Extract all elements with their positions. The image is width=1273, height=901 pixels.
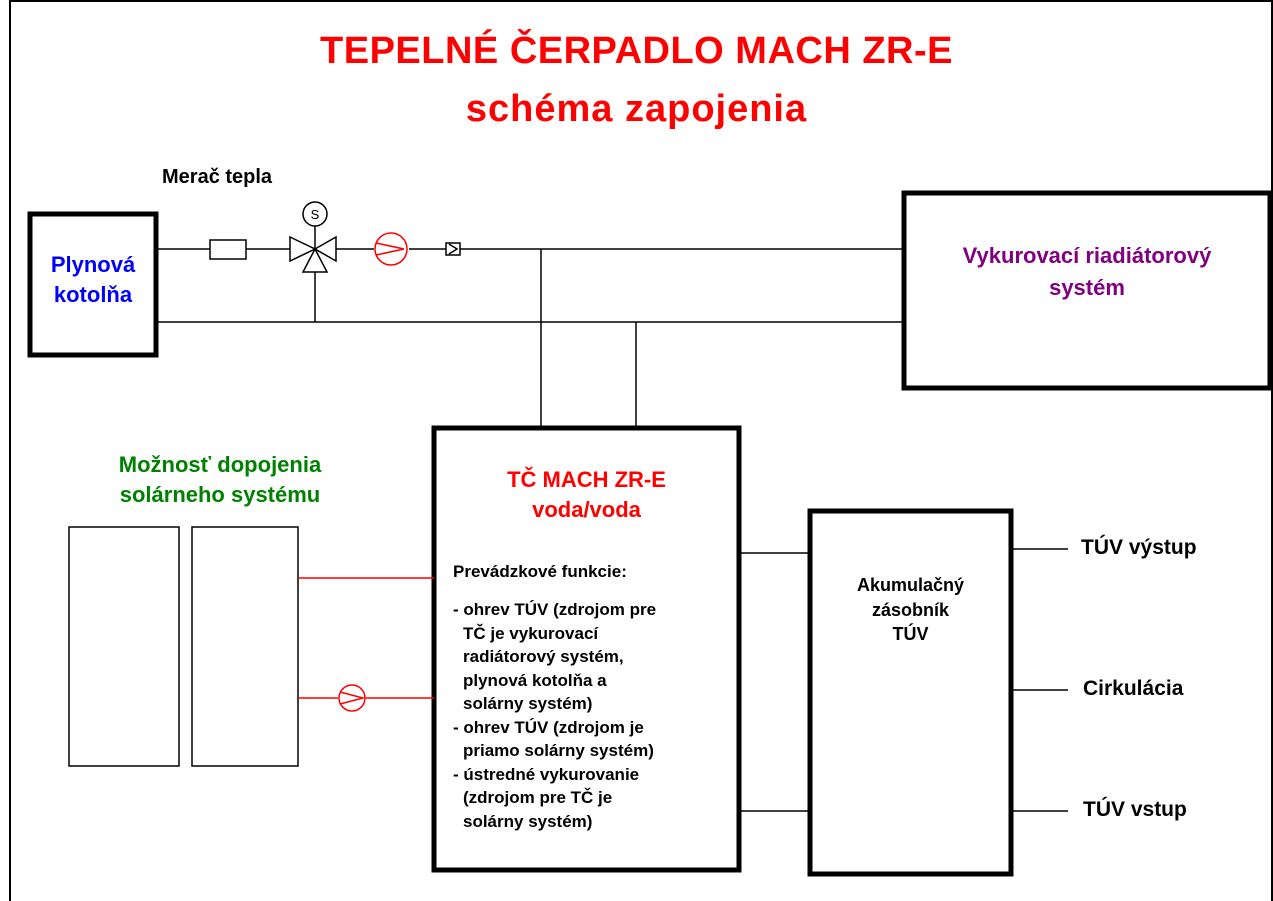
hot-water-in-label: TÚV vstup <box>1083 798 1187 821</box>
three-way-valve-icon <box>289 201 337 273</box>
solar-label-line1: Možnosť dopojenia <box>118 452 322 477</box>
check-valve-icon <box>445 242 461 256</box>
heat-pump-type: voda/voda <box>532 497 641 522</box>
radiator-label-line2: systém <box>1049 275 1125 300</box>
tank-label-line2: zásobník <box>871 599 950 620</box>
solar-option-label: Možnosť dopojenia solárneho systému <box>10 450 430 510</box>
boiler-label-line2: kotolňa <box>53 282 133 307</box>
functions-line: plynová kotolňa a <box>463 670 607 690</box>
tank-label-line1: Akumulačný <box>856 575 965 595</box>
heat-meter-icon <box>209 239 247 260</box>
radiator-label-line1: Vykurovací riadiátorový <box>962 243 1212 268</box>
diagram-title: TEPELNÉ ČERPADLO MACH ZR-E <box>320 30 953 72</box>
tank-label: Akumulačný zásobník TÚV <box>810 573 1011 647</box>
radiator-system-label: Vykurovací riadiátorový systém <box>904 240 1270 304</box>
functions-line: - ústredné vykurovanie <box>453 764 640 784</box>
solar-pump-icon <box>338 684 366 712</box>
radiator-system-box <box>901 190 1273 391</box>
functions-line: radiátorový systém, <box>463 647 624 666</box>
heat-pump-name: TČ MACH ZR-E <box>507 467 666 492</box>
solar-label-line2: solárneho systému <box>119 482 321 507</box>
solar-panel-2 <box>191 526 299 767</box>
boiler-label: Plynová kotolňa <box>30 250 156 310</box>
tank-box <box>807 508 1014 877</box>
functions-line: - ohrev TÚV (zdrojom pre <box>453 600 657 619</box>
functions-line: solárny systém) <box>463 694 593 713</box>
boiler-label-line1: Plynová <box>50 252 136 277</box>
functions-line: TČ je vykurovací <box>463 623 599 643</box>
valve-actuator-label: S <box>311 207 320 222</box>
circulation-label: Cirkulácia <box>1083 677 1184 700</box>
outer-border <box>9 0 1273 901</box>
functions-line: solárny systém) <box>463 811 593 831</box>
hot-water-out-label: TÚV výstup <box>1081 536 1197 559</box>
heat-meter-label: Merač tepla <box>162 166 273 188</box>
boiler-box <box>27 211 159 358</box>
functions-line: (zdrojom pre TČ je <box>463 788 613 807</box>
functions-line: priamo solárny systém) <box>463 741 654 760</box>
heat-pump-box <box>431 425 742 873</box>
functions-list: - ohrev TÚV (zdrojom pre TČ je vykurovac… <box>453 598 733 833</box>
diagram-subtitle: schéma zapojenia <box>465 88 808 130</box>
solar-panel-1 <box>68 526 180 767</box>
functions-line: - ohrev TÚV (zdrojom je <box>453 717 644 737</box>
functions-heading: Prevádzkové funkcie: <box>453 562 627 581</box>
tank-label-line3: TÚV <box>892 624 929 644</box>
heat-pump-label: TČ MACH ZR-E voda/voda <box>434 465 739 525</box>
pump-icon <box>374 232 408 266</box>
